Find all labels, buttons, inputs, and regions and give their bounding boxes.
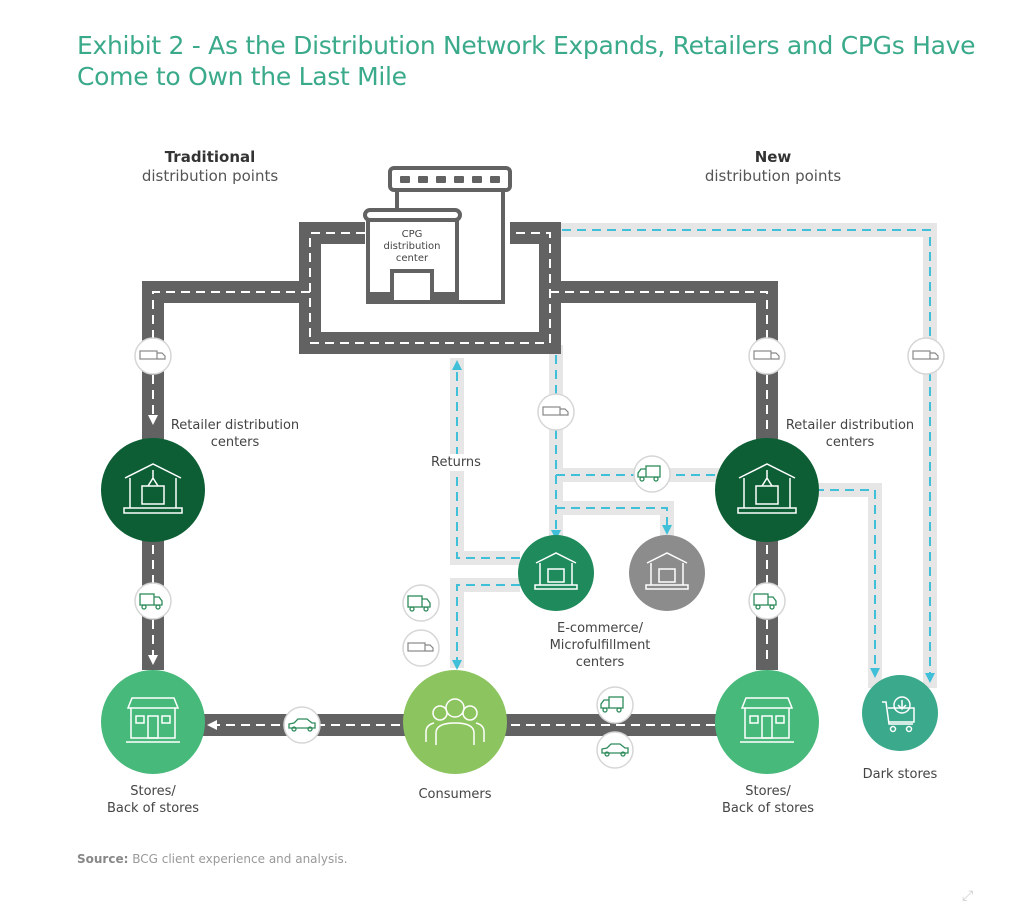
retailer-dc-right-label: Retailer distribution centers xyxy=(775,417,925,451)
cpg-windows xyxy=(368,176,500,302)
semi-truck-icon xyxy=(407,642,434,652)
delivery-van-icon xyxy=(637,465,661,482)
van-icons xyxy=(139,465,777,757)
delivery-van-icon xyxy=(407,595,431,612)
exhibit-title: Exhibit 2 - As the Distribution Network … xyxy=(77,31,976,91)
car-icon xyxy=(601,743,629,757)
truck-badge-left xyxy=(134,337,172,375)
semi-truck-icon xyxy=(753,350,780,360)
retailer-dc-left-node xyxy=(101,438,205,542)
truck-badge-consumers xyxy=(402,629,440,667)
car-badge-bottom xyxy=(596,731,634,769)
stores-left-label: Stores/ Back of stores xyxy=(90,783,216,817)
stores-right-label-line1: Stores/ xyxy=(745,784,791,799)
warehouse-crane-icon xyxy=(123,463,183,514)
van-badge-to-right-dc xyxy=(633,455,671,493)
stores-left-label-line2: Back of stores xyxy=(106,801,199,816)
stores-right-label-line2: Back of stores xyxy=(721,801,814,816)
truck-badge-right xyxy=(748,337,786,375)
new-header-bold: New xyxy=(754,148,792,166)
truck-icons xyxy=(139,350,939,652)
traditional-header-sub: distribution points xyxy=(141,167,279,185)
storefront-icon xyxy=(740,697,794,743)
delivery-van-icon xyxy=(139,593,163,610)
retailer-dc-left-label-line2: centers xyxy=(210,435,260,450)
van-badge-bottom xyxy=(596,686,634,724)
ecommerce-label: E-commerce/ Microfulfillment centers xyxy=(535,620,665,671)
retailer-dc-left-label-line1: Retailer distribution xyxy=(170,418,300,433)
people-group-icon xyxy=(425,698,485,745)
returns-label: Returns xyxy=(420,454,492,471)
storefront-icon xyxy=(126,697,180,743)
truck-badge-far-right xyxy=(907,337,945,375)
cpg-label-line3: center xyxy=(396,253,429,264)
car-icon xyxy=(288,718,316,732)
consumers-node xyxy=(403,670,507,774)
expand-icon[interactable]: ⤢ xyxy=(962,887,974,903)
warehouse-crane-icon xyxy=(737,463,797,514)
semi-truck-icon xyxy=(912,350,939,360)
retailer-dc-left-label: Retailer distribution centers xyxy=(160,417,310,451)
traditional-header: Traditional distribution points xyxy=(110,148,310,186)
path-ecommerce-to-consumers xyxy=(450,578,520,668)
road-dashes xyxy=(148,232,768,730)
traditional-header-bold: Traditional xyxy=(164,148,256,166)
ecommerce-node xyxy=(518,535,594,611)
delivery-van-icon xyxy=(600,696,624,713)
van-badge-consumers xyxy=(402,584,440,622)
new-header: New distribution points xyxy=(673,148,873,186)
source-text: BCG client experience and analysis. xyxy=(128,852,348,866)
retailer-dc-right-node xyxy=(715,438,819,542)
vehicle-badges xyxy=(134,337,945,769)
road-cpg-to-right-dc xyxy=(550,281,778,440)
cpg-distribution-center xyxy=(363,166,512,304)
ecommerce-label-line3: centers xyxy=(575,655,625,670)
semi-truck-icon xyxy=(542,406,569,416)
dark-stores-label: Dark stores xyxy=(862,767,938,782)
warehouse-crane-icon xyxy=(534,552,578,590)
delivery-van-icon xyxy=(753,593,777,610)
retailer-dc-right-label-line1: Retailer distribution xyxy=(785,418,915,433)
node-circles xyxy=(101,438,938,774)
truck-badge-cpg-ecom xyxy=(537,393,575,431)
van-badge-right-stores xyxy=(748,582,786,620)
cpg-label-line1: CPG xyxy=(402,229,423,240)
path-retail-dc-to-dark-stores xyxy=(815,483,882,688)
source-bold: Source: xyxy=(77,852,129,866)
van-badge-left-stores xyxy=(134,582,172,620)
cpg-label-line2: distribution xyxy=(384,241,441,252)
ecommerce-label-line1: E-commerce/ xyxy=(557,621,643,636)
warehouse-crane-icon xyxy=(645,552,689,590)
retailer-dc-right-label-line2: centers xyxy=(825,435,875,450)
warehouse-crane-icons xyxy=(123,463,797,590)
storefront-icons xyxy=(126,697,794,743)
stores-left-node xyxy=(101,670,205,774)
consumers-label: Consumers xyxy=(418,787,492,802)
semi-truck-icon xyxy=(139,350,166,360)
new-header-sub: distribution points xyxy=(704,167,842,185)
stores-right-label: Stores/ Back of stores xyxy=(705,783,831,817)
cart-download-icon xyxy=(882,696,915,733)
gray-mfc-node xyxy=(629,535,705,611)
stores-left-label-line1: Stores/ xyxy=(130,784,176,799)
stores-right-node xyxy=(715,670,819,774)
ecommerce-label-line2: Microfulfillment xyxy=(549,638,651,653)
source-note: Source: BCG client experience and analys… xyxy=(77,852,348,866)
car-badge-left xyxy=(283,706,321,744)
path-to-gray-mfc xyxy=(556,501,674,540)
